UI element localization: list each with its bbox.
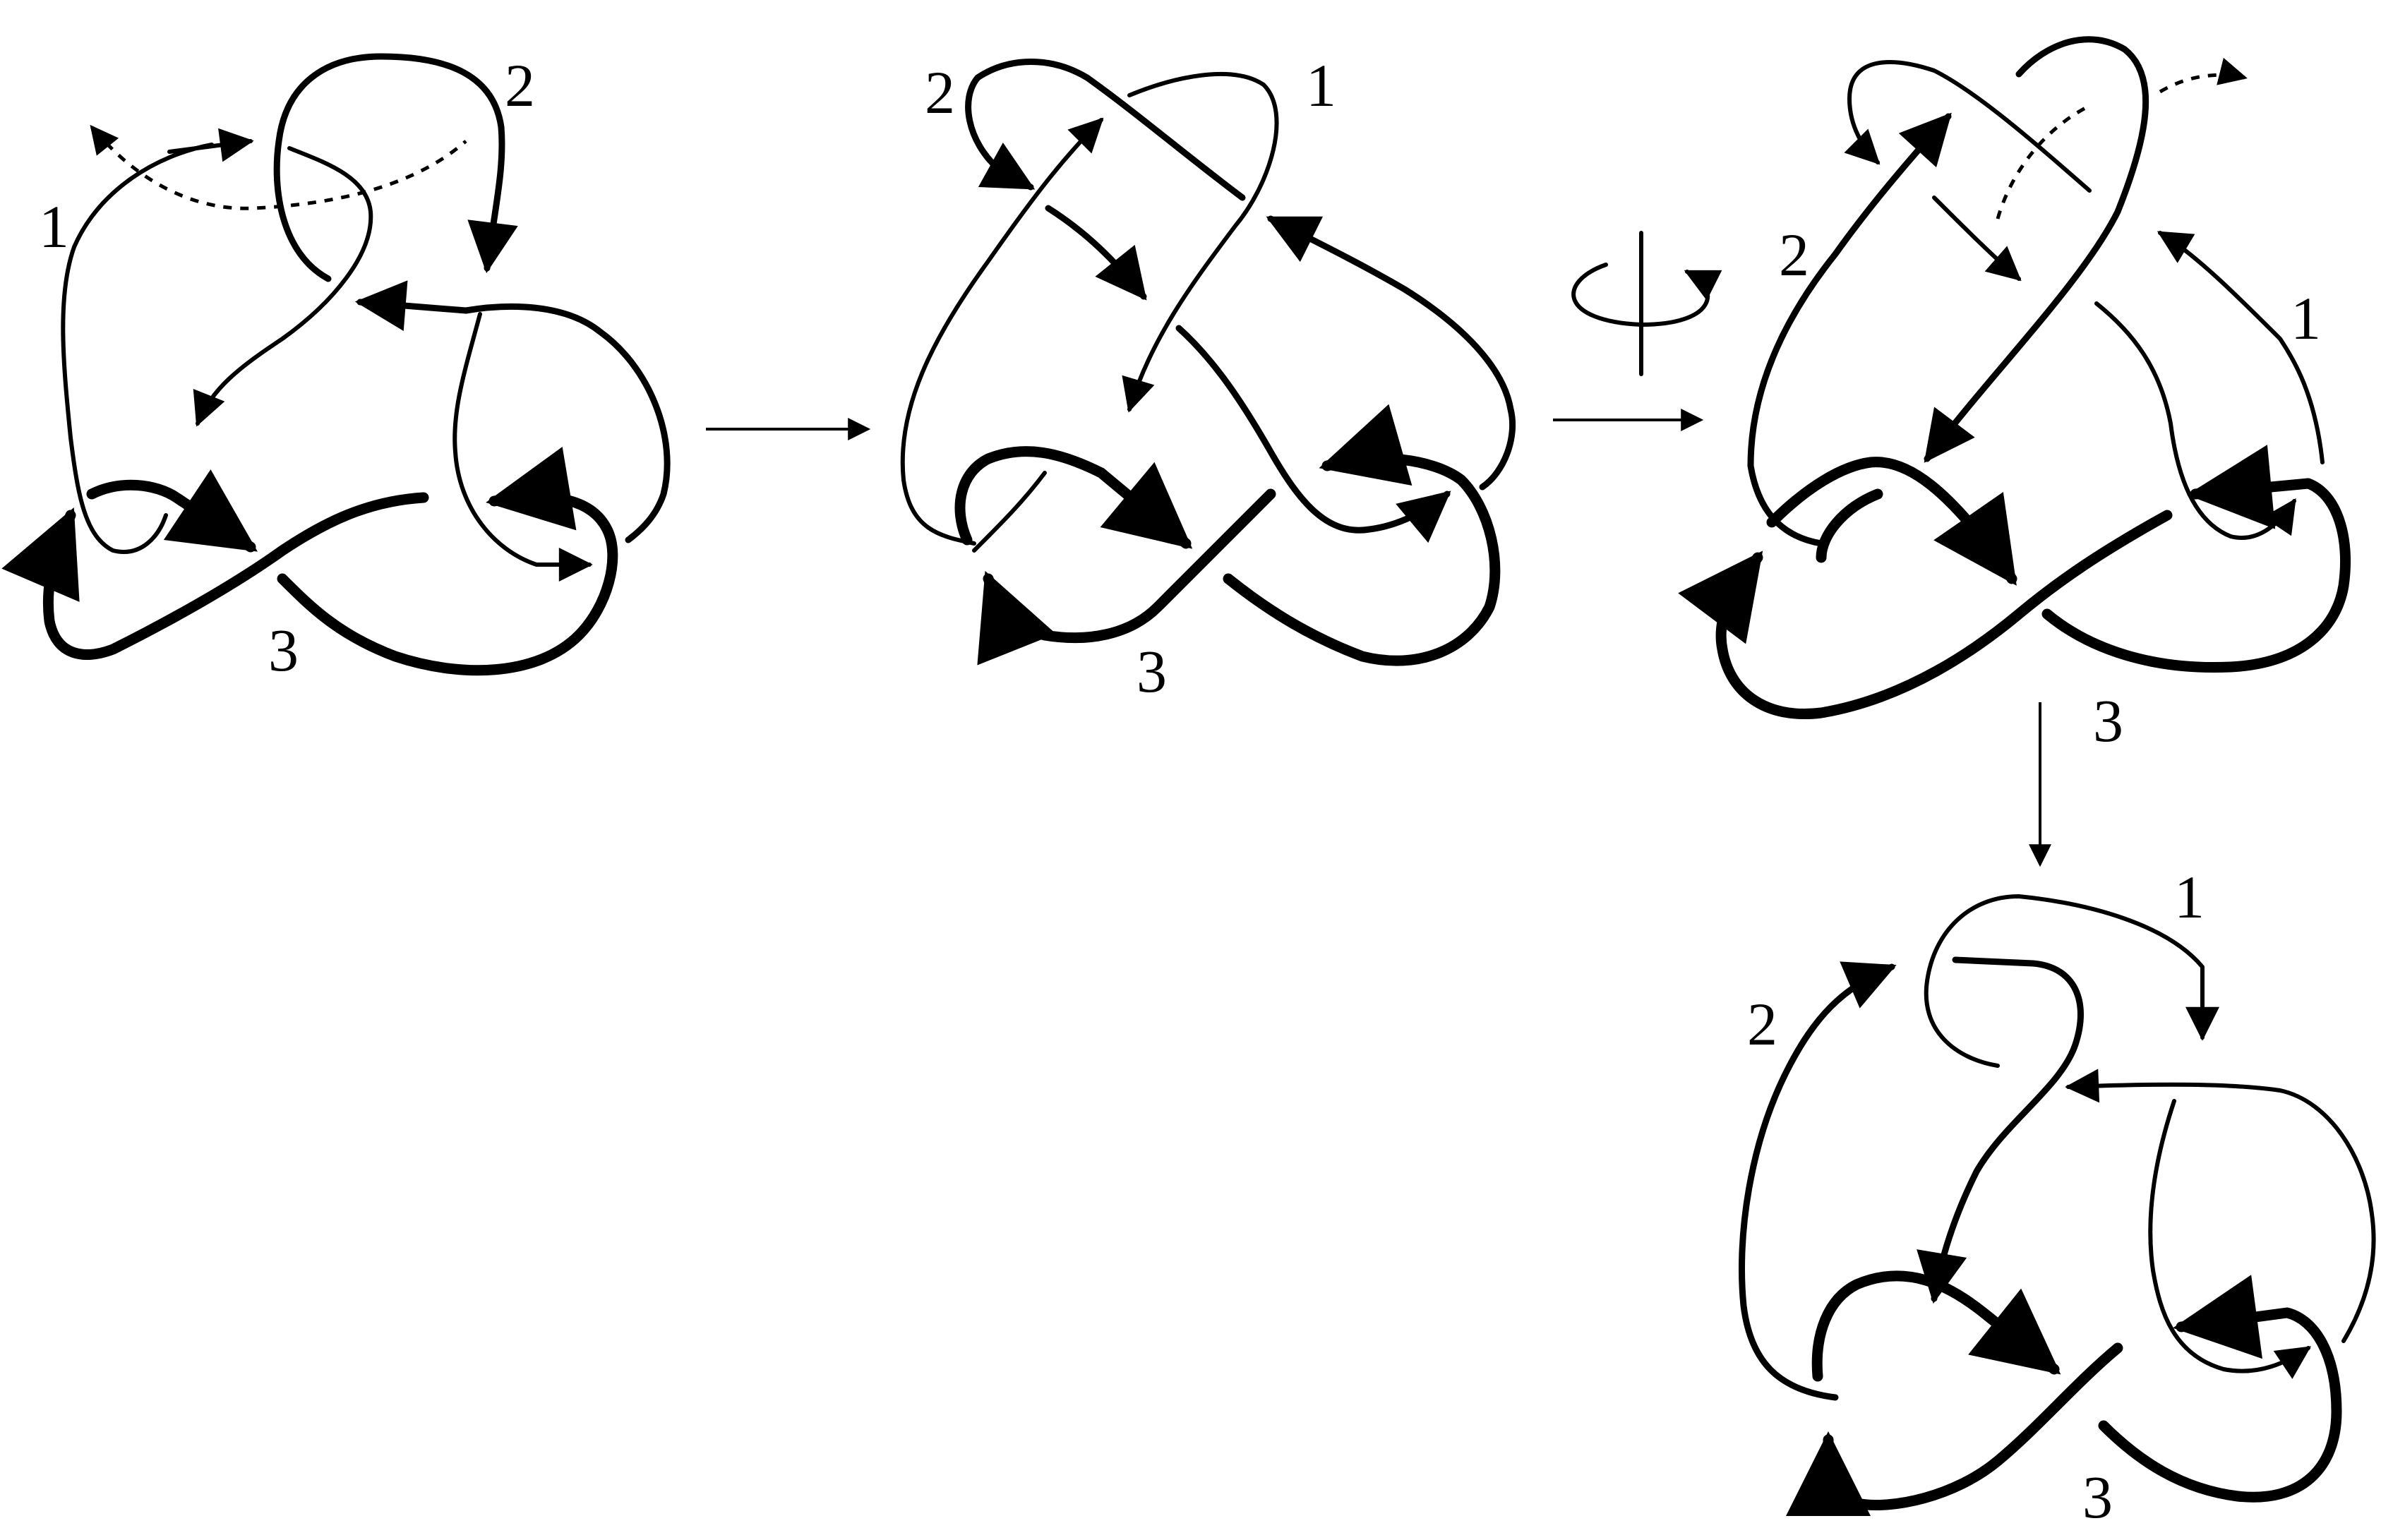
knot-b-strand-2b	[1045, 205, 1147, 301]
knot-b-label-2: 2	[925, 59, 955, 126]
knot-b-strand-2	[965, 59, 1246, 201]
knot-c-label-2: 2	[1779, 221, 1809, 289]
knot-a-label-3: 3	[268, 616, 299, 684]
knot-b-strand-3	[954, 446, 1193, 549]
knot-a-strand-2d	[452, 312, 593, 582]
knot-d-strand-2b	[1739, 961, 1897, 1401]
knot-d-strand-2	[1917, 956, 2084, 1304]
knot-d-strand-3b	[1786, 1342, 2123, 1517]
knot-c: 2 1 3	[1678, 36, 2351, 754]
knot-c-strand-3d	[2041, 445, 2351, 673]
knot-b-strand-2d	[1266, 215, 1516, 491]
knot-b-strand-2c	[1175, 325, 1451, 543]
knot-a-label-1: 1	[39, 193, 69, 260]
knot-d-strand-3	[1811, 1270, 2061, 1382]
knot-c-strand-2-dotted-b	[2159, 57, 2248, 94]
knot-a-strand-2c	[354, 280, 469, 332]
knot-a: 1 2 3	[1, 52, 671, 684]
knot-c-strand-3c	[1678, 510, 2173, 719]
knot-b-strand-1c	[972, 471, 1047, 553]
knot-a-strand-3	[86, 469, 258, 553]
knot-c-strand-2b	[1747, 112, 1952, 547]
knot-b: 2 1 3	[900, 52, 1516, 705]
knot-c-label-1: 1	[2291, 284, 2321, 352]
knot-c-label-3: 3	[2093, 687, 2123, 754]
knot-d-label-2: 2	[1747, 990, 1777, 1058]
knot-d: 1 2 3	[1739, 863, 2376, 1531]
knot-c-strand-3b	[1766, 457, 2017, 586]
knot-c-strand-1d	[2157, 231, 2325, 464]
knot-a-strand-2	[273, 53, 518, 282]
rotation-loop	[1571, 263, 1722, 327]
knot-a-dotted-arrow	[90, 124, 119, 156]
knot-b-label-1: 1	[1306, 52, 1336, 119]
knot-b-strand-3b	[977, 488, 1276, 666]
knot-a-strand-1	[61, 143, 214, 554]
knot-d-label-1: 1	[2174, 863, 2205, 931]
knot-d-strand-1b	[2148, 1099, 2311, 1379]
knot-a-label-2: 2	[505, 52, 535, 119]
knot-c-strand-1c	[2094, 301, 2296, 540]
knot-b-label-3: 3	[1136, 637, 1167, 705]
knot-a-strand-3c	[277, 447, 618, 676]
knot-b-strand-1b	[900, 117, 1104, 546]
knot-a-strand-1b	[193, 146, 373, 427]
knot-a-strand-2b	[462, 303, 671, 543]
rotation-operator: ψ	[1571, 112, 1722, 376]
knot-d-label-3: 3	[2082, 1463, 2113, 1531]
knot-a-strand-1-arrow	[167, 128, 254, 162]
knot-c-strand-2	[1924, 36, 2149, 463]
knot-a-strand-3b	[1, 492, 429, 660]
knot-c-strand-1b	[1932, 195, 2022, 282]
knot-d-strand-1	[1924, 894, 2219, 1068]
knot-c-strand-3	[1816, 488, 1883, 563]
knot-b-strand-3c	[1223, 404, 1501, 666]
knot-c-strand-1	[1844, 60, 2092, 193]
knot-b-strand-1	[1122, 72, 1279, 413]
rotation-symbol: ψ	[1581, 112, 1582, 114]
knot-a-dotted-path	[94, 129, 467, 210]
knot-d-strand-1c	[2065, 1069, 2376, 1343]
knot-d-strand-3c	[2098, 1275, 2342, 1503]
knot-c-strand-2-dotted	[1996, 104, 2091, 219]
